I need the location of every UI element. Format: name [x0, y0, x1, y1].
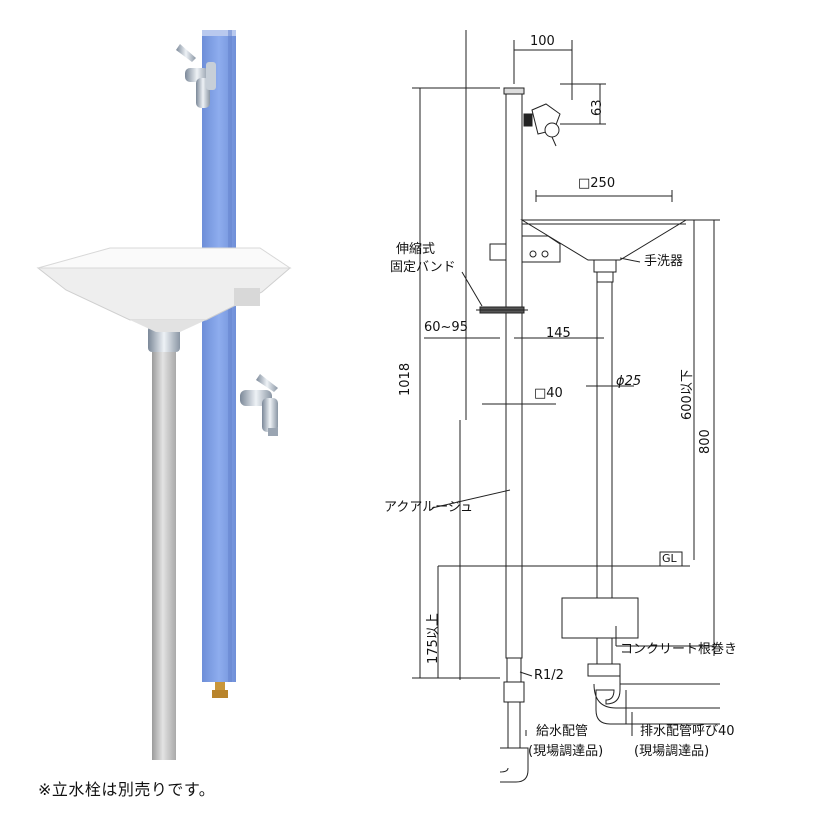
band-label-line2: 固定バンド — [390, 260, 456, 275]
dim-faucet-height-label: 63 — [590, 99, 605, 116]
band-label-line1: 伸縮式 — [396, 242, 436, 257]
ground-level-line — [438, 551, 690, 567]
concrete-label: コンクリート根巻き — [620, 642, 738, 657]
supply-pipe — [499, 702, 529, 783]
dim-total-height — [412, 87, 500, 679]
technical-drawing — [412, 30, 720, 783]
basin-bracket — [489, 235, 561, 263]
dim-horizontal — [424, 337, 634, 405]
white-basin — [36, 247, 292, 332]
dim-pipe-label: ϕ25 — [616, 374, 642, 389]
faucet-symbol — [523, 103, 561, 147]
dim-basin-width-label: □250 — [578, 176, 616, 191]
basin-label: 手洗器 — [644, 254, 684, 269]
post-outline — [503, 87, 525, 703]
dim-faucet-height — [560, 83, 606, 125]
footnote: ※立水栓は別売りです。 — [38, 780, 216, 799]
supply-label-line1: 給水配管 — [536, 724, 589, 739]
drain-label-line2: (現場調達品) — [634, 744, 710, 759]
dim-basin-total-label: 800 — [698, 429, 713, 454]
thread-label: R1/2 — [534, 668, 564, 683]
gl-label: GL — [662, 552, 677, 565]
concrete-block — [561, 597, 639, 639]
top-faucet — [176, 44, 216, 108]
brass-fitting — [212, 682, 228, 698]
lower-faucet — [240, 374, 278, 436]
silver-drain-pipe — [148, 326, 180, 760]
dim-basin-heights — [686, 219, 720, 656]
blue-post — [202, 30, 236, 682]
leader-lines — [431, 257, 714, 736]
post-name-label: アクアルージュ — [384, 500, 474, 515]
dim-basin-height-label: 600以下 — [680, 369, 695, 420]
supply-label-line2: (現場調達品) — [528, 744, 604, 759]
dim-top-width — [513, 40, 573, 100]
dim-band-range-label: 60~95 — [424, 320, 468, 335]
dim-top-width-label: 100 — [530, 34, 555, 49]
dim-total-height-label: 1018 — [398, 362, 413, 396]
dim-embed-label: 175以上 — [426, 613, 441, 664]
dim-center-label: 145 — [546, 326, 571, 341]
basin-outline — [520, 190, 688, 283]
adjustable-band — [476, 306, 528, 314]
drain-label-line1: 排水配管呼び40 — [640, 724, 735, 739]
dim-post-label: □40 — [534, 386, 563, 401]
product-illustration — [36, 30, 292, 760]
